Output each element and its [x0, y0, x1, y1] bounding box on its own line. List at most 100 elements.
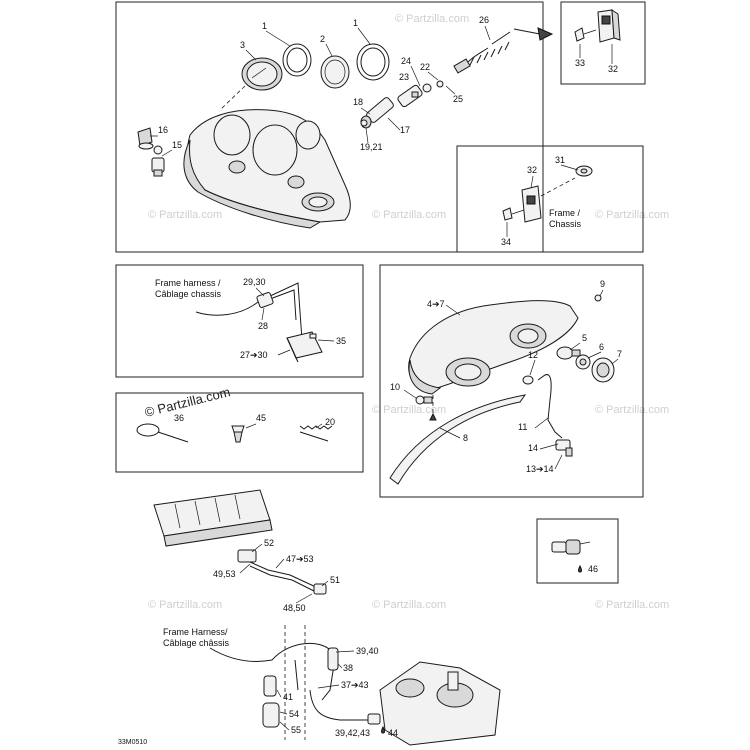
- sensor-46: [551, 539, 591, 555]
- bolt-16: [137, 127, 154, 150]
- callout-39-42-43: 39,42,43: [335, 728, 370, 738]
- callout-33: 33: [575, 58, 585, 68]
- frame-harness-label-2: Câblage chassis: [155, 289, 222, 299]
- panel-small-parts: [115, 392, 364, 473]
- callout-11: 11: [518, 422, 527, 432]
- callout-9: 9: [600, 279, 605, 289]
- watermark: © Partzilla.com: [595, 404, 669, 416]
- connector-parts: [397, 80, 444, 108]
- callout-37-43: 37➔43: [341, 680, 369, 690]
- panel-headlight: [379, 264, 644, 498]
- cable-tie-36: [136, 423, 189, 443]
- bezel-ring-1: [282, 43, 312, 77]
- watermark: © Partzilla.com: [148, 599, 222, 611]
- diagram-reference: 33M0510: [118, 739, 147, 746]
- socket-6: [575, 354, 591, 370]
- sensor-38: [327, 647, 339, 671]
- callout-15: 15: [172, 140, 182, 150]
- watermark-main: © Partzilla.com: [143, 384, 232, 420]
- leader-lines: [245, 423, 323, 429]
- light-strip-8: [389, 394, 527, 485]
- panel-sensor: [536, 518, 619, 584]
- callout-2: 2: [320, 34, 325, 44]
- callout-45: 45: [256, 413, 266, 423]
- leader-lines: [403, 289, 619, 470]
- callout-16: 16: [158, 125, 168, 135]
- leader-curve: [209, 647, 273, 662]
- connector-28: [256, 292, 274, 308]
- callout-8: 8: [463, 433, 468, 443]
- panel-bracket: [560, 1, 646, 85]
- callout-26: 26: [479, 15, 489, 25]
- wire-11: [537, 374, 563, 439]
- callout-25: 25: [453, 94, 463, 104]
- switch-17-18: [360, 97, 394, 129]
- drop-icon: [381, 725, 385, 734]
- frame-harness-label-1: Frame harness /: [155, 278, 221, 288]
- connector-15: [151, 145, 165, 177]
- callout-1: 1: [262, 21, 267, 31]
- coiled-cord: [453, 27, 554, 74]
- callout-35: 35: [336, 336, 346, 346]
- lens-2: [320, 55, 350, 89]
- leader-lines: [276, 650, 355, 731]
- callout-34: 34: [501, 237, 511, 247]
- callout-55: 55: [291, 725, 301, 735]
- watermark: © Partzilla.com: [595, 209, 669, 221]
- callout-19-21: 19,21: [360, 142, 383, 152]
- screw-34: [502, 207, 525, 221]
- panel-gauge-cluster: [115, 1, 544, 253]
- gauge-3: [219, 57, 283, 111]
- callout-46: 46: [588, 564, 598, 574]
- push-rivet-45: [231, 425, 245, 443]
- leader-lines: [239, 543, 329, 604]
- callout-36: 36: [174, 413, 184, 423]
- callout-24: 24: [401, 56, 411, 66]
- callout-29-30: 29,30: [243, 277, 266, 287]
- bezel-ring-1b: [356, 43, 390, 81]
- dashboard-housing: [183, 109, 351, 229]
- bracket-32: [597, 9, 621, 43]
- headlight-housing: [408, 300, 579, 395]
- spring-20: [299, 425, 333, 442]
- bulb-5: [556, 346, 581, 360]
- callout-17: 17: [400, 125, 410, 135]
- callout-7: 7: [617, 349, 622, 359]
- callouts-panel-1: 3 1 2 1 26 24 22 23 25 18 17 19,21 16 15: [150, 15, 491, 157]
- bracket-32b: [521, 177, 576, 223]
- callout-44: 44: [388, 728, 398, 738]
- watermark: © Partzilla.com: [148, 209, 222, 221]
- callout-27-30: 27➔30: [240, 350, 268, 360]
- frame-harness2-label-2: Câblage châssis: [163, 638, 230, 648]
- cap-7: [591, 357, 615, 383]
- callout-22: 22: [420, 62, 430, 72]
- harness-47-53: [237, 549, 327, 595]
- callout-52: 52: [264, 538, 274, 548]
- callout-13-14: 13➔14: [526, 464, 554, 474]
- callout-31: 31: [555, 155, 565, 165]
- leader-lines: [255, 287, 335, 356]
- callout-12: 12: [528, 350, 538, 360]
- panel-frame-bracket: [456, 145, 644, 253]
- callout-10: 10: [390, 382, 400, 392]
- callout-6: 6: [599, 342, 604, 352]
- frame-label-1: Frame /: [549, 208, 581, 218]
- watermark: © Partzilla.com: [395, 13, 469, 25]
- temp-sensor-39-42-43: [309, 689, 381, 725]
- grommet-12: [522, 375, 534, 385]
- drop-icon: [578, 564, 582, 573]
- module-27-30: [261, 282, 323, 363]
- callout-20: 20: [325, 417, 335, 427]
- watermark: © Partzilla.com: [595, 599, 669, 611]
- callout-14: 14: [528, 443, 538, 453]
- ecu-module: [153, 489, 273, 547]
- callout-39-40: 39,40: [356, 646, 379, 656]
- watermark: © Partzilla.com: [372, 209, 446, 221]
- frame-label-2: Chassis: [549, 219, 582, 229]
- connector-13-14: [555, 439, 573, 457]
- connector-54-55: [262, 702, 280, 728]
- leader-curve: [195, 301, 259, 316]
- callout-23: 23: [399, 72, 409, 82]
- bolt-9: [594, 294, 602, 302]
